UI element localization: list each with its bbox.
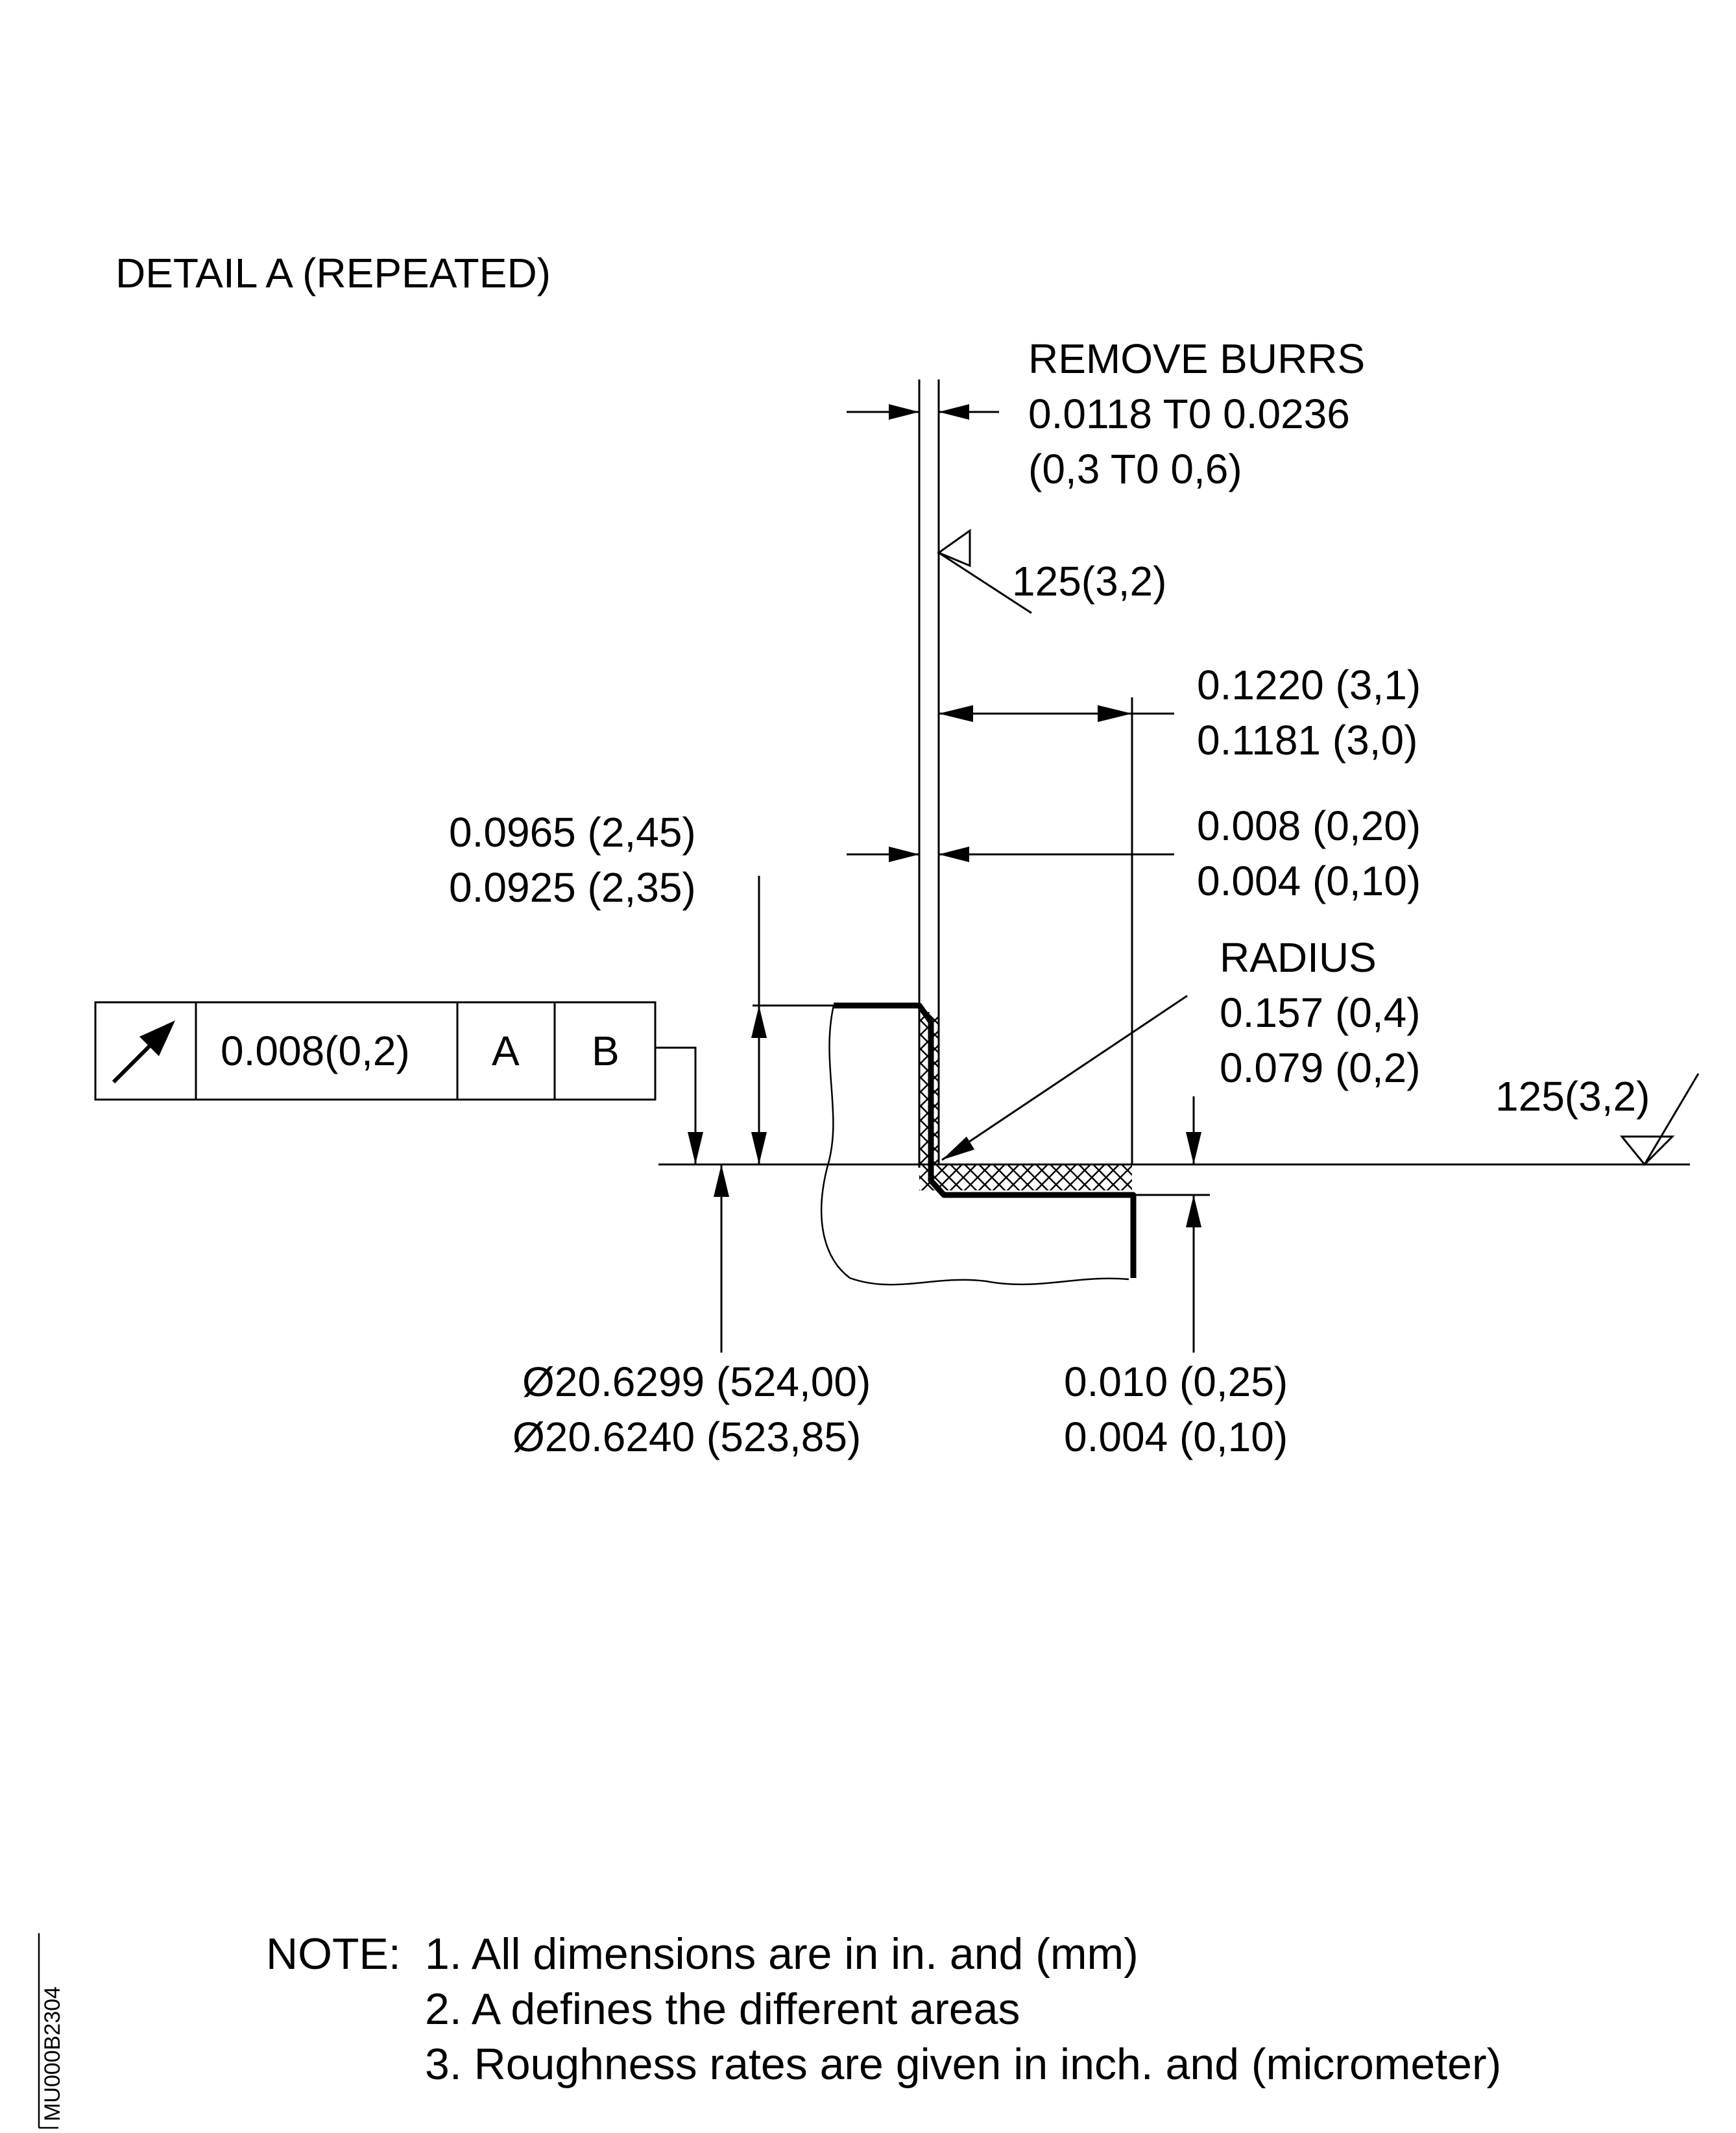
- dimension-thickness: 0.010 (0,25) 0.004 (0,10): [1064, 1096, 1288, 1460]
- roughness-vertical-value: 125(3,2): [1012, 558, 1166, 605]
- dimension-coating: 0.008 (0,20) 0.004 (0,10): [847, 802, 1421, 904]
- dimension-diameter: Ø20.6299 (524,00) Ø20.6240 (523,85): [512, 1164, 871, 1460]
- side-reference-code: MU000B2304: [40, 1986, 65, 2121]
- burr-label: REMOVE BURRS: [1028, 335, 1365, 382]
- thickness-lower: 0.004 (0,10): [1064, 1414, 1288, 1460]
- dimension-height: 0.0965 (2,45) 0.0925 (2,35): [449, 809, 834, 1164]
- roughness-horizontal-value: 125(3,2): [1495, 1073, 1650, 1120]
- note-prefix: NOTE:: [266, 1929, 401, 1979]
- burr-inch: 0.0118 T0 0.0236: [1028, 391, 1350, 437]
- burr-callout: REMOVE BURRS 0.0118 T0 0.0236 (0,3 T0 0,…: [847, 335, 1365, 492]
- diameter-upper: Ø20.6299 (524,00): [522, 1358, 871, 1405]
- side-reference: MU000B2304: [38, 1933, 65, 2129]
- height-upper: 0.0965 (2,45): [449, 809, 696, 856]
- radius-lower: 0.079 (0,2): [1220, 1044, 1421, 1091]
- break-line: [820, 1005, 1129, 1286]
- part-outline: [834, 1002, 1137, 1278]
- feature-control-frame: 0.008(0,2) A B: [94, 1001, 703, 1164]
- thickness-upper: 0.010 (0,25): [1064, 1358, 1288, 1405]
- diameter-lower: Ø20.6240 (523,85): [512, 1414, 861, 1460]
- radius-upper: 0.157 (0,4): [1220, 989, 1421, 1036]
- note-item-3: 3. Roughness rates are given in inch. an…: [425, 2040, 1501, 2089]
- width-lower: 0.1181 (3,0): [1197, 717, 1417, 764]
- coating-lower: 0.004 (0,10): [1197, 858, 1421, 904]
- roughness-symbol-horizontal: 125(3,2): [1495, 1073, 1700, 1166]
- height-lower: 0.0925 (2,35): [449, 864, 696, 911]
- fcf-datum-b: B: [592, 1028, 620, 1074]
- detail-title: DETAIL A (REPEATED): [115, 250, 551, 296]
- note-item-2: 2. A defines the different areas: [425, 1984, 1020, 2034]
- notes-block: NOTE: 1. All dimensions are in in. and (…: [266, 1929, 1501, 2089]
- part-section: [820, 1002, 1137, 1286]
- roughness-symbol-vertical: 125(3,2): [936, 529, 1166, 614]
- coating-hatch: [919, 1012, 1132, 1190]
- fcf-tolerance: 0.008(0,2): [221, 1028, 410, 1074]
- radius-label: RADIUS: [1220, 934, 1377, 981]
- burr-mm: (0,3 T0 0,6): [1028, 446, 1242, 492]
- coating-upper: 0.008 (0,20): [1197, 802, 1421, 849]
- radius-callout: RADIUS 0.157 (0,4) 0.079 (0,2): [941, 934, 1421, 1161]
- fcf-datum-a: A: [492, 1028, 520, 1074]
- note-item-1: 1. All dimensions are in in. and (mm): [425, 1929, 1139, 1979]
- circular-runout-icon: [112, 1020, 175, 1084]
- dimension-width: 0.1220 (3,1) 0.1181 (3,0): [939, 662, 1421, 764]
- width-upper: 0.1220 (3,1): [1197, 662, 1421, 708]
